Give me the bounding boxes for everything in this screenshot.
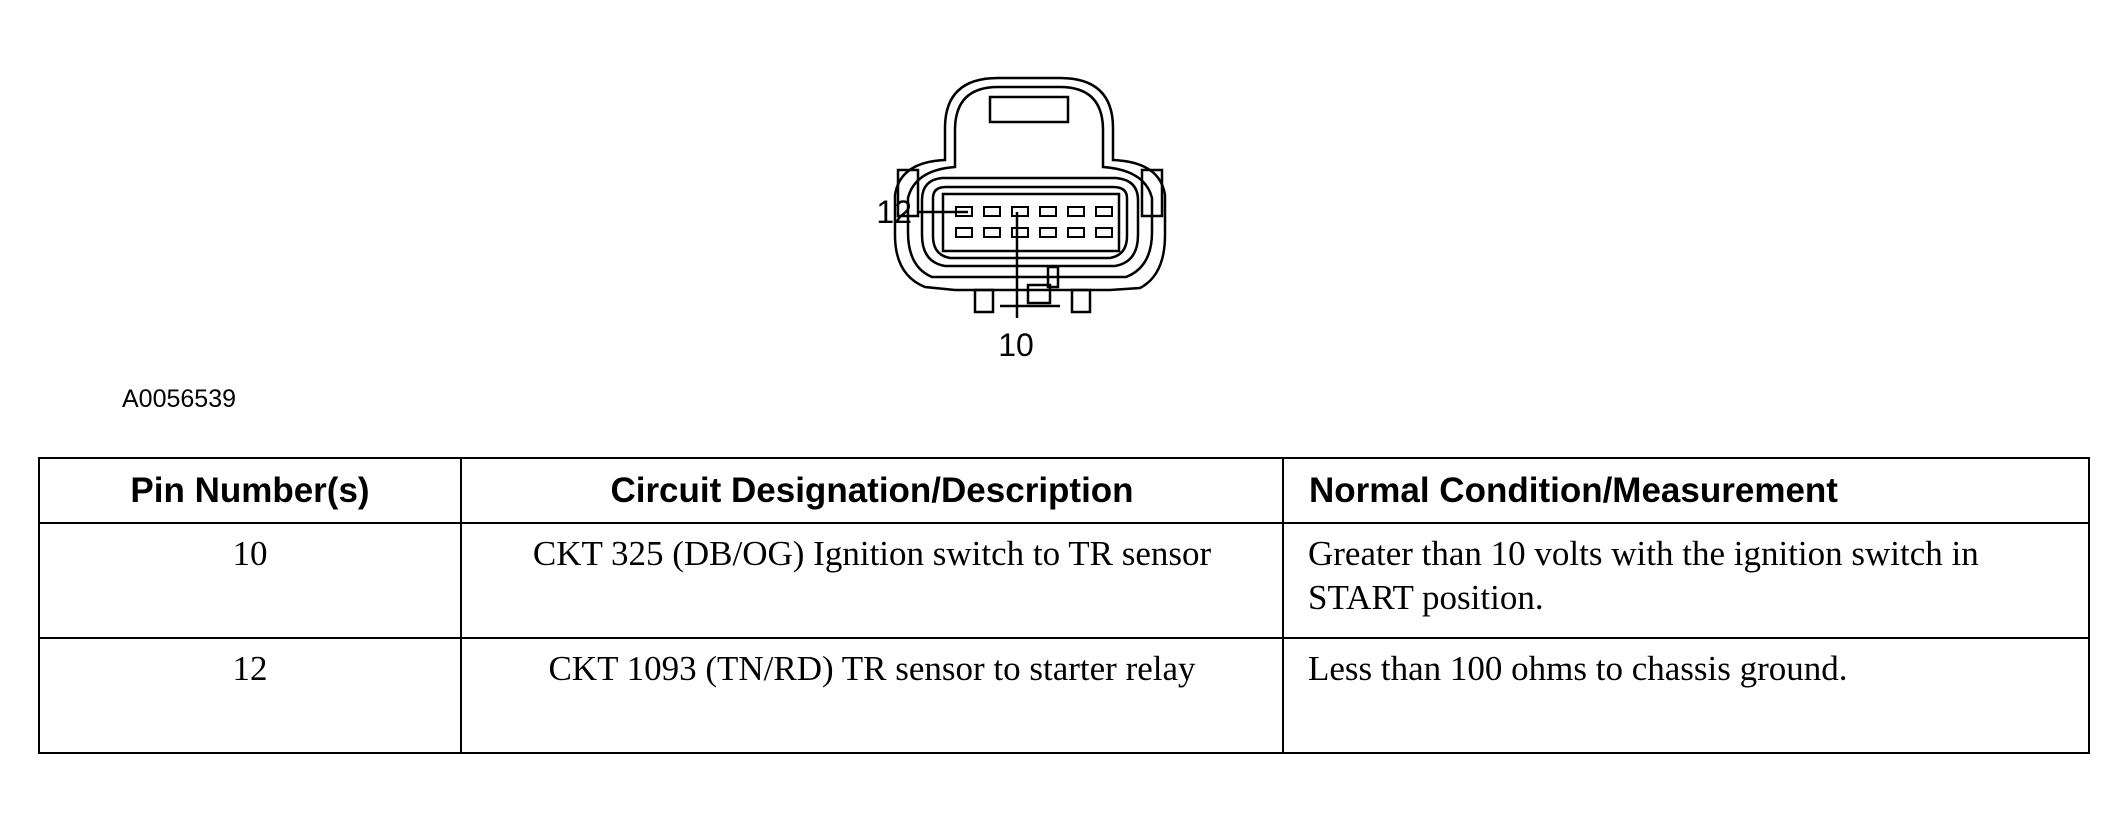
table-row: 12 CKT 1093 (TN/RD) TR sensor to starter…	[38, 637, 2090, 754]
pin-12-callout: 12	[876, 194, 912, 230]
table-row: 10 CKT 325 (DB/OG) Ignition switch to TR…	[38, 522, 2090, 639]
figure-id: A0056539	[122, 385, 237, 413]
circuit-description-cell: CKT 325 (DB/OG) Ignition switch to TR se…	[460, 522, 1284, 639]
pin-number-cell: 10	[38, 522, 462, 639]
pin-cavities	[955, 206, 1113, 238]
connector-housing	[893, 76, 1167, 314]
pin-number-cell: 12	[38, 637, 462, 754]
connector-diagram: 12 10	[876, 76, 1167, 363]
table-header-row: Pin Number(s) Circuit Designation/Descri…	[38, 457, 2090, 524]
pin-table: Pin Number(s) Circuit Designation/Descri…	[38, 457, 2090, 754]
condition-cell: Less than 100 ohms to chassis ground.	[1282, 637, 2090, 754]
column-header-pin: Pin Number(s)	[38, 457, 462, 524]
circuit-description-cell: CKT 1093 (TN/RD) TR sensor to starter re…	[460, 637, 1284, 754]
column-header-circuit: Circuit Designation/Description	[460, 457, 1284, 524]
condition-cell: Greater than 10 volts with the ignition …	[1282, 522, 2090, 639]
pin-10-callout: 10	[998, 327, 1034, 363]
column-header-condition: Normal Condition/Measurement	[1282, 457, 2090, 524]
